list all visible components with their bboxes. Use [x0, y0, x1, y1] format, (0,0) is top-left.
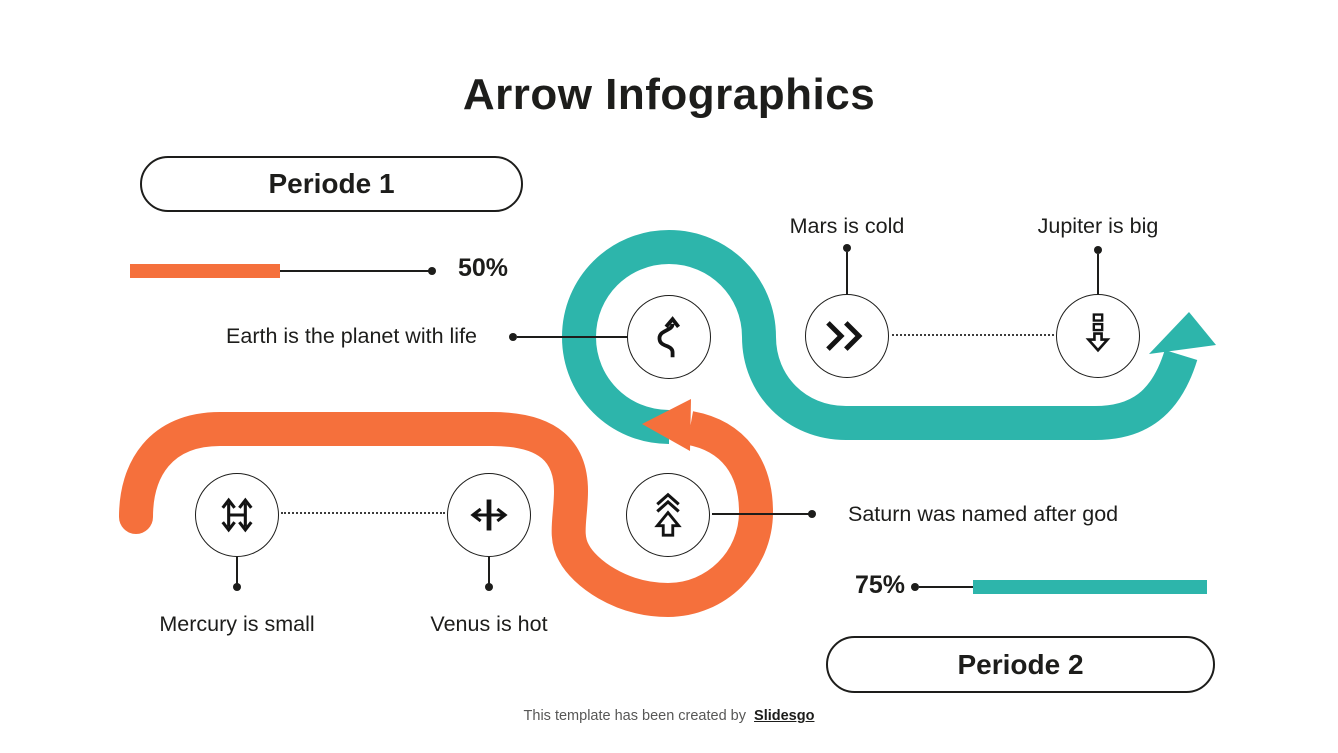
orange-snake-arrow [119, 399, 774, 618]
mars-jupiter-dotted-line [892, 334, 1054, 336]
mars-label: Mars is cold [789, 214, 905, 238]
periode-2-label: Periode 2 [957, 648, 1084, 680]
progress-75-dot [911, 583, 919, 591]
venus-connector-line [488, 557, 490, 585]
jupiter-label: Jupiter is big [1037, 214, 1159, 238]
orange-arrowhead-icon [642, 399, 691, 451]
mercury-connector-dot [233, 583, 241, 591]
venus-node-circle [447, 473, 531, 557]
jupiter-connector-line [1097, 254, 1099, 294]
mars-connector-line [846, 252, 848, 294]
mercury-node-circle [195, 473, 279, 557]
saturn-node-circle [626, 473, 710, 557]
saturn-connector-line [712, 513, 810, 515]
progress-75-line [919, 586, 975, 588]
mercury-connector-line [236, 557, 238, 585]
venus-label: Venus is hot [430, 612, 548, 636]
progress-50-dot [428, 267, 436, 275]
progress-50-value: 50% [458, 254, 509, 282]
progress-50-line [280, 270, 430, 272]
dashed-down-arrow-icon [1085, 313, 1111, 353]
periode-1-badge: Periode 1 [140, 156, 523, 212]
left-right-arrow-cross-icon [470, 499, 508, 531]
page-title: Arrow Infographics [462, 70, 876, 119]
periode-2-badge: Periode 2 [826, 636, 1215, 693]
footer-text: This template has been created by [523, 708, 746, 724]
mars-connector-dot [843, 244, 851, 252]
saturn-label: Saturn was named after god [848, 502, 1119, 526]
fast-up-arrow-icon [654, 492, 682, 537]
teal-arrowhead-icon [1149, 312, 1216, 354]
progress-bar-50 [130, 264, 280, 278]
saturn-connector-dot [808, 510, 816, 518]
earth-label: Earth is the planet with life [226, 324, 477, 348]
earth-node-circle [627, 295, 711, 379]
progress-bar-75 [973, 580, 1207, 594]
footer-credit: This template has been created by Slides… [0, 708, 1338, 724]
jupiter-connector-dot [1094, 246, 1102, 254]
teal-snake-arrow [561, 229, 1216, 444]
earth-connector-line [517, 336, 628, 338]
progress-75-value: 75% [855, 571, 906, 599]
mercury-label: Mercury is small [159, 612, 315, 636]
periode-1-label: Periode 1 [268, 168, 395, 199]
jupiter-node-circle [1056, 294, 1140, 378]
mars-node-circle [805, 294, 889, 378]
slidesgo-link[interactable]: Slidesgo [754, 708, 815, 724]
winding-road-arrow-icon [657, 316, 681, 358]
up-down-arrows-icon [221, 497, 253, 533]
earth-connector-dot [509, 333, 517, 341]
venus-connector-dot [485, 583, 493, 591]
double-chevron-right-icon [826, 321, 863, 351]
mercury-venus-dotted-line [281, 512, 445, 514]
